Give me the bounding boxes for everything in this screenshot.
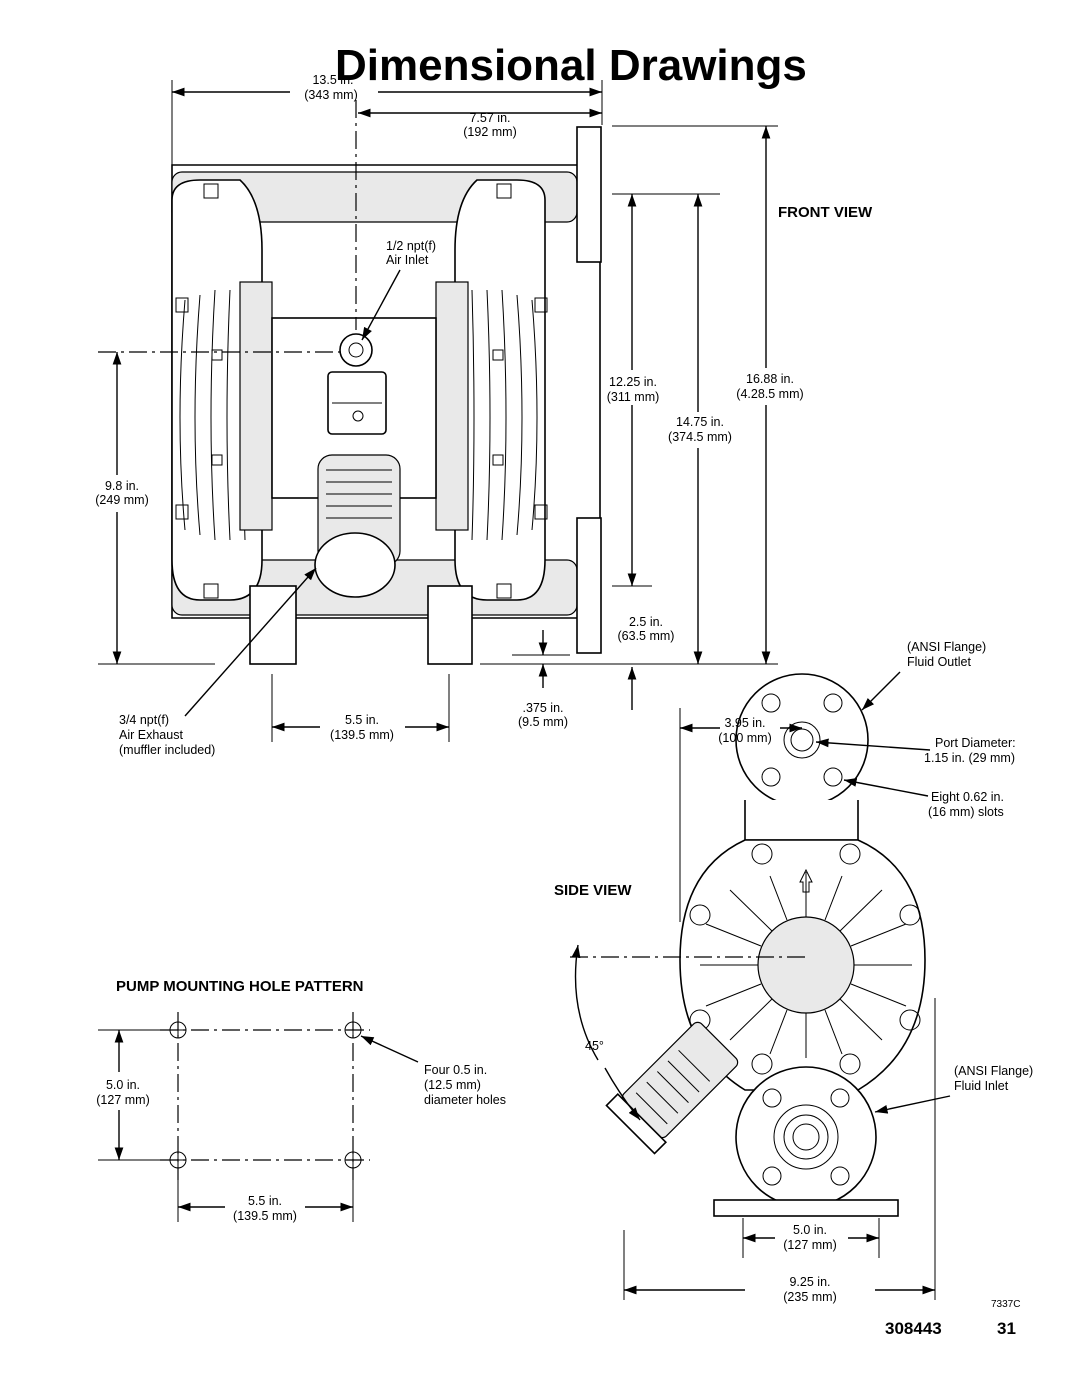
figure-id: 7337C — [991, 1299, 1020, 1310]
base-spacing-in: 5.0 in. — [793, 1223, 827, 1237]
center-to-outlet-mm: (192 mm) — [463, 125, 516, 139]
holes-metric: (12.5 mm) — [424, 1078, 481, 1092]
inlet-height-in: 2.5 in. — [629, 615, 663, 629]
mounting-hole — [169, 1151, 187, 1169]
flange-height-in: 12.25 in. — [609, 375, 657, 389]
front-view-heading: FRONT VIEW — [778, 204, 873, 221]
air-exhaust-note: (muffler included) — [119, 743, 215, 757]
page-title: Dimensional Drawings — [335, 41, 807, 90]
side-view-dimensions: (ANSI Flange) Fluid Outlet 3.95 in. (100… — [554, 640, 1033, 1310]
center-offset-in: 3.95 in. — [724, 716, 765, 730]
side-view-heading: SIDE VIEW — [554, 882, 632, 899]
outlet-flange-label: Fluid Outlet — [907, 655, 971, 669]
outlet-height-mm: (374.5 mm) — [668, 430, 732, 444]
air-exhaust-label: Air Exhaust — [119, 728, 183, 742]
document-number: 308443 — [885, 1319, 942, 1338]
overall-height-in: 16.88 in. — [746, 372, 794, 386]
base-offset-in: .375 in. — [522, 701, 563, 715]
page-number: 31 — [997, 1319, 1016, 1338]
air-inlet-label: Air Inlet — [386, 253, 429, 267]
inlet-flange-type: (ANSI Flange) — [954, 1064, 1033, 1078]
mounting-heading: PUMP MOUNTING HOLE PATTERN — [116, 978, 364, 995]
slots-size: Eight 0.62 in. — [931, 790, 1004, 804]
port-diameter-value: 1.15 in. (29 mm) — [924, 751, 1015, 765]
base-spacing-mm: (127 mm) — [783, 1238, 836, 1252]
overall-depth-in: 9.25 in. — [789, 1275, 830, 1289]
inlet-flange-label: Fluid Inlet — [954, 1079, 1009, 1093]
center-offset-mm: (100 mm) — [718, 731, 771, 745]
air-exhaust-size: 3/4 npt(f) — [119, 713, 169, 727]
overall-height-mm: (4.28.5 mm) — [736, 387, 803, 401]
feet-spacing-in: 5.5 in. — [345, 713, 379, 727]
front-view-dimensions: 13.5 in. (343 mm) 7.57 in. (192 mm) 1/2 … — [95, 73, 873, 757]
base-offset-mm: (9.5 mm) — [518, 715, 568, 729]
air-height-mm: (249 mm) — [95, 493, 148, 507]
vertical-spacing-in: 5.0 in. — [106, 1078, 140, 1092]
holes-size: Four 0.5 in. — [424, 1063, 487, 1077]
mounting-hole-pattern: PUMP MOUNTING HOLE PATTERN 5.0 in. (127 … — [96, 978, 506, 1223]
front-view-pump — [98, 100, 602, 665]
mounting-hole — [344, 1021, 362, 1039]
air-inlet-size: 1/2 npt(f) — [386, 239, 436, 253]
vertical-spacing-mm: (127 mm) — [96, 1093, 149, 1107]
side-view-pump — [570, 673, 926, 1217]
muffler-angle: 45° — [585, 1039, 604, 1053]
flange-height-mm: (311 mm) — [607, 390, 660, 404]
horizontal-spacing-mm: (139.5 mm) — [233, 1209, 297, 1223]
center-to-outlet-in: 7.57 in. — [469, 111, 510, 125]
holes-label: diameter holes — [424, 1093, 506, 1107]
mounting-hole — [169, 1021, 187, 1039]
overall-width-mm: (343 mm) — [304, 88, 357, 102]
port-diameter-label: Port Diameter: — [935, 736, 1016, 750]
outlet-height-in: 14.75 in. — [676, 415, 724, 429]
air-height-in: 9.8 in. — [105, 479, 139, 493]
outlet-flange-type: (ANSI Flange) — [907, 640, 986, 654]
inlet-height-mm: (63.5 mm) — [618, 629, 675, 643]
mounting-hole — [344, 1151, 362, 1169]
overall-width-in: 13.5 in. — [312, 73, 353, 87]
overall-depth-mm: (235 mm) — [783, 1290, 836, 1304]
slots-label: (16 mm) slots — [928, 805, 1004, 819]
horizontal-spacing-in: 5.5 in. — [248, 1194, 282, 1208]
feet-spacing-mm: (139.5 mm) — [330, 728, 394, 742]
